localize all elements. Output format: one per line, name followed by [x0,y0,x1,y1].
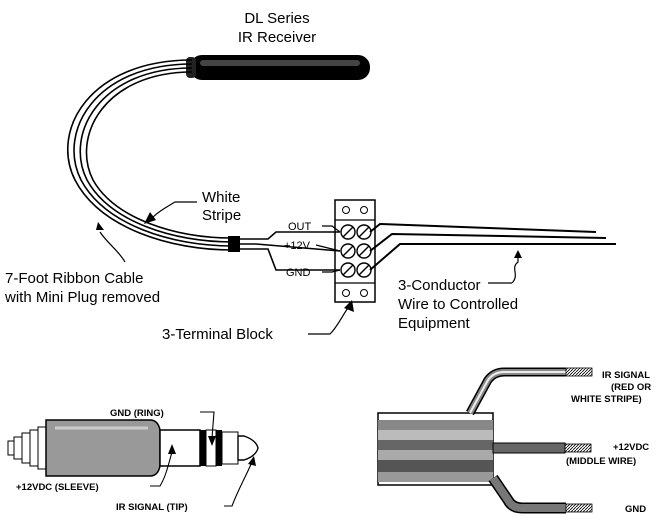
white-stripe-label-2: Stripe [202,207,241,224]
sleeve-arrow [168,444,176,454]
terminal-gnd-label: GND [286,267,311,279]
subtitle: IR Receiver [238,29,316,46]
ribbon-arrow [96,222,104,230]
wire-bundle [377,367,593,514]
terminal-block-arrow [344,300,354,312]
plug-tip-label: IR SIGNAL (TIP) [116,502,188,513]
mini-plug [7,419,259,477]
ribbon-label-2: with Mini Plug removed [4,289,160,306]
plug-pointers [150,411,253,507]
plug-gnd-ring-label: GND (RING) [110,408,164,419]
terminal-out-label: OUT [288,221,312,233]
wire-ir-signal-label-2: (RED OR [611,382,651,393]
conductor-wires [369,222,616,271]
gnd-arrow [208,436,216,446]
ribbon-label-1: 7-Foot Ribbon Cable [5,270,143,287]
conductor-label-2: Wire to Controlled [398,296,518,313]
white-stripe-arrow [144,212,156,224]
ribbon-cable [66,59,233,251]
terminal-12v-label: +12V [284,240,311,252]
wire-12vdc-label-2: (MIDDLE WIRE) [566,456,636,467]
terminal-block-pointer [308,307,349,335]
ir-receiver [186,55,370,80]
wire-ir-signal-label-3: WHITE STRIPE) [571,394,642,405]
conductor-pointer [511,254,519,284]
ribbon-pointer [99,231,126,263]
title: DL Series [244,10,309,27]
conductor-label-3: Equipment [398,315,471,332]
plug-sleeve-label: +12VDC (SLEEVE) [16,482,99,493]
wire-12vdc-label-1: +12VDC [613,442,649,453]
terminal-block [334,199,376,303]
white-stripe-pointer [151,201,197,219]
white-stripe-label-1: White [202,189,240,206]
cable-end [228,236,256,252]
block-input-wires [255,231,341,271]
conductor-arrow [514,250,522,258]
terminal-label-leaders [315,225,341,273]
wire-ir-signal-label-1: IR SIGNAL [602,370,650,381]
wire-gnd-label: GND [625,504,646,515]
tip-arrow [248,456,256,466]
terminal-block-label: 3-Terminal Block [162,326,273,343]
conductor-label-1: 3-Conductor [398,277,481,294]
